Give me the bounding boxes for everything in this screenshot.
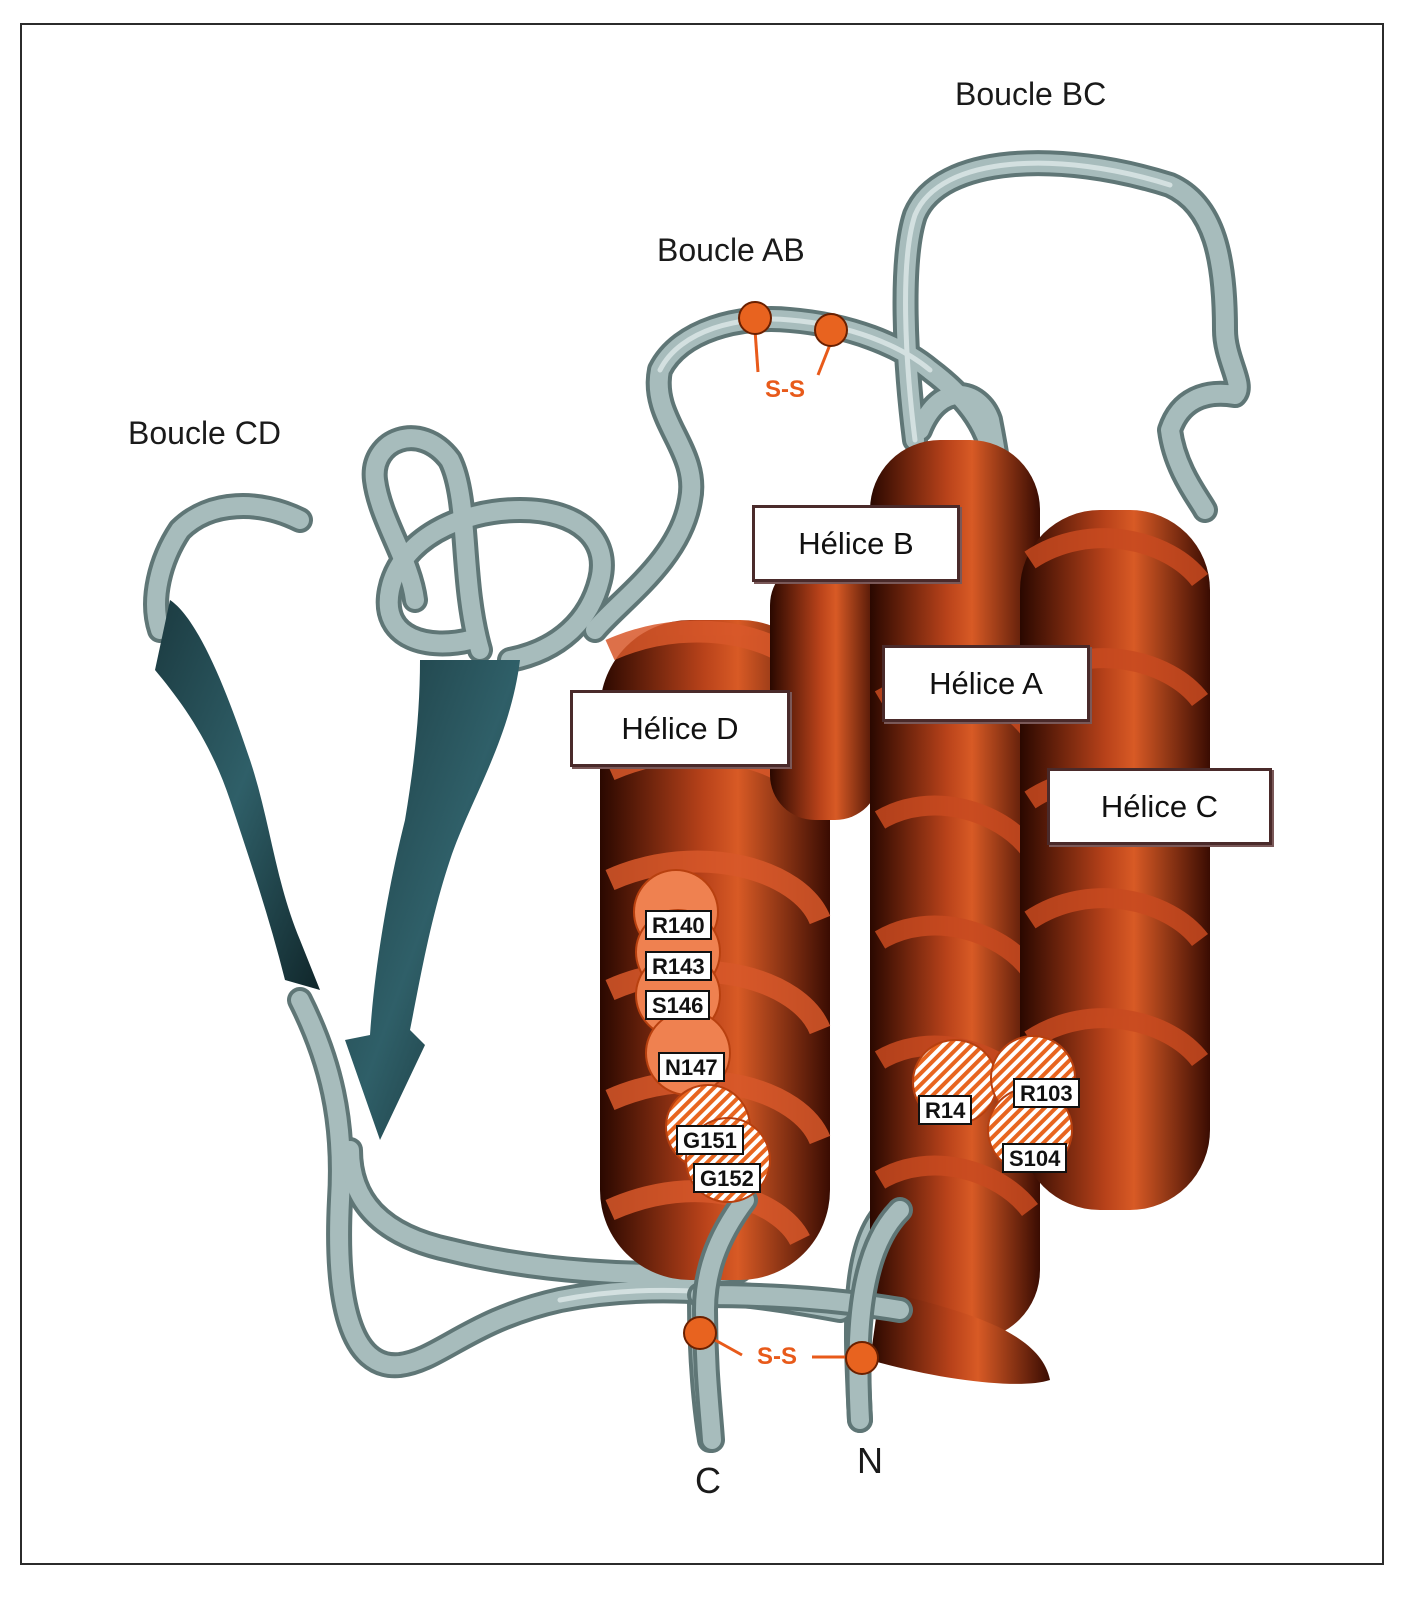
helix-label-a: Hélice A — [882, 645, 1090, 722]
beta-strand-1 — [155, 600, 320, 990]
residue-label-s146: S146 — [645, 990, 711, 1020]
beta-strand-2 — [345, 660, 520, 1140]
terminus-c-label: C — [695, 1460, 721, 1501]
disulfide-atom-bottom-right — [845, 1341, 879, 1375]
helix-a-c-tail — [870, 1290, 1050, 1384]
residue-label-n147: N147 — [658, 1052, 725, 1082]
terminus-n-label: N — [857, 1440, 883, 1481]
disulfide-atom-top-right — [814, 313, 848, 347]
helix-label-c: Hélice C — [1047, 768, 1272, 845]
residue-label-g151: G151 — [676, 1125, 744, 1155]
residue-label-r140: R140 — [645, 910, 712, 940]
loop-label-bc: Boucle BC — [955, 76, 1107, 112]
residue-label-r103: R103 — [1013, 1078, 1080, 1108]
residue-label-s104: S104 — [1002, 1143, 1068, 1173]
residue-label-r143: R143 — [645, 951, 712, 981]
disulfide-label-top: S-S — [765, 376, 806, 403]
helix-b — [770, 560, 880, 820]
helix-label-d: Hélice D — [570, 690, 790, 767]
disulfide-label-bottom: S-S — [757, 1343, 798, 1370]
loop-label-cd: Boucle CD — [128, 415, 281, 451]
residue-label-r14: R14 — [918, 1095, 973, 1125]
disulfide-bonds — [683, 301, 879, 1375]
loop-label-ab: Boucle AB — [657, 232, 805, 268]
helix-label-b: Hélice B — [752, 505, 960, 582]
coil-foreground — [687, 1187, 913, 1453]
residue-label-g152: G152 — [693, 1163, 761, 1193]
beta-sheet — [155, 600, 520, 1140]
disulfide-atom-top-left — [738, 301, 772, 335]
disulfide-atom-bottom-left — [683, 1316, 717, 1350]
